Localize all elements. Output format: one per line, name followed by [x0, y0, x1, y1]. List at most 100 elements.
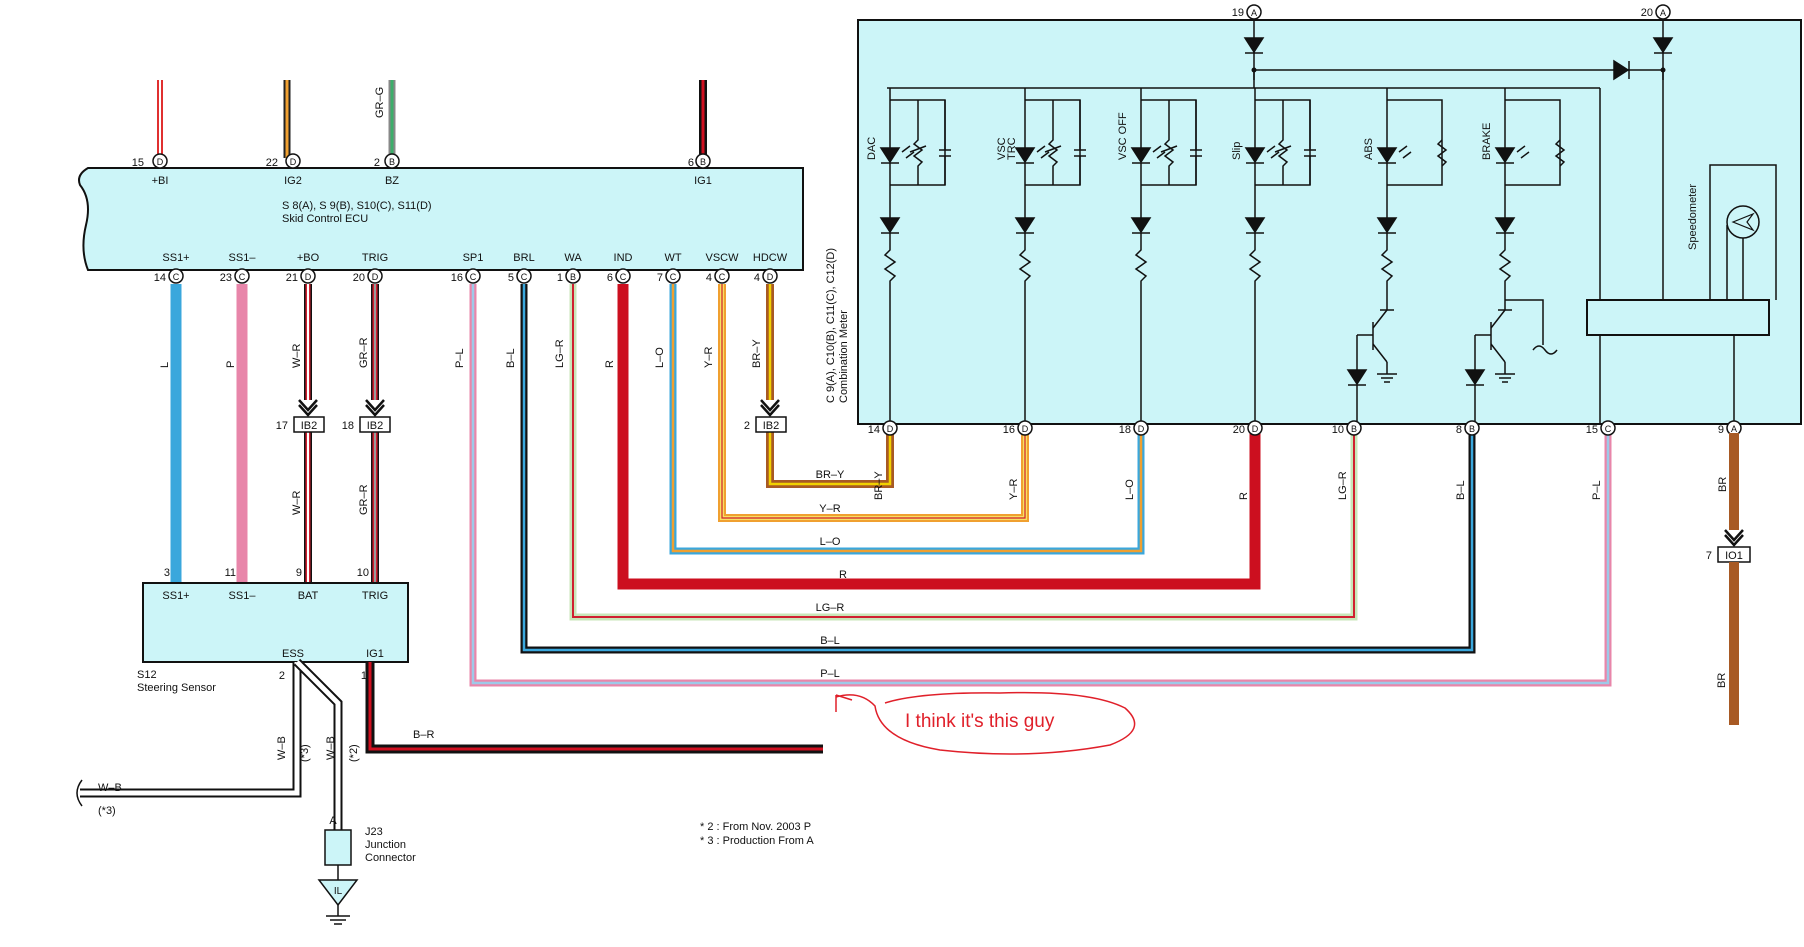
svg-text:C: C	[173, 272, 180, 282]
svg-text:11: 11	[225, 567, 236, 579]
indicator-label-6: BRAKE	[1481, 123, 1493, 160]
bz-wire-code: GR–G	[374, 87, 386, 118]
indicator-circuit-4	[1346, 88, 1448, 424]
svg-text:B: B	[389, 157, 395, 167]
svg-text:IO1: IO1	[1725, 550, 1743, 562]
svg-text:IB2: IB2	[763, 420, 780, 432]
svg-text:22: 22	[266, 157, 278, 169]
svg-text:IB2: IB2	[301, 420, 318, 432]
svg-text:A: A	[1660, 8, 1666, 18]
note-2-vert: (*2)	[348, 744, 360, 762]
svg-text:10: 10	[357, 567, 369, 579]
svg-text:IG2: IG2	[284, 175, 302, 187]
ib2-left-wire-label: W–R	[291, 491, 303, 516]
svg-text:9: 9	[1718, 424, 1724, 436]
sensor-ess-label: ESS	[282, 648, 304, 660]
bus-label-1: Y–R	[819, 503, 840, 515]
wire-p-l	[469, 284, 1612, 687]
svg-text:C: C	[239, 272, 246, 282]
svg-text:VSCW: VSCW	[706, 252, 740, 264]
indicator-label-1: VSC	[996, 137, 1008, 160]
ib2-right-wire-label: GR–R	[358, 484, 370, 515]
ecu-top-pin-ig1: 6 B IG1	[688, 153, 712, 187]
wire-l-o	[669, 284, 1145, 555]
ecu-wire-label-5: B–L	[505, 348, 517, 368]
meter-top-pin-19: 19 A	[1232, 4, 1265, 80]
wire-r	[617, 284, 1261, 590]
ecu-wire-label-8: L–O	[654, 347, 666, 368]
wire-br: IO1 7	[1706, 433, 1751, 725]
wire-lg-r	[569, 284, 1358, 621]
j23-name-1: J23	[365, 826, 383, 838]
svg-text:BR: BR	[1717, 477, 1729, 492]
svg-text:SS1–: SS1–	[229, 590, 257, 602]
svg-text:WT: WT	[664, 252, 681, 264]
indicator-label-4: Slip	[1231, 142, 1243, 160]
wire-b-l	[520, 284, 1476, 654]
ecu-wire-label-10: BR–Y	[751, 339, 763, 368]
svg-text:C: C	[620, 272, 627, 282]
speedometer	[1586, 164, 1777, 424]
svg-text:TRIG: TRIG	[362, 252, 388, 264]
indicator-circuit-2	[1130, 88, 1202, 424]
svg-text:5: 5	[508, 272, 514, 284]
svg-text:D: D	[1138, 424, 1145, 434]
svg-text:4: 4	[754, 272, 760, 284]
svg-text:16: 16	[1003, 424, 1015, 436]
annotation-arrow	[835, 691, 1136, 755]
svg-text:D: D	[1252, 424, 1259, 434]
wire-y-r	[718, 284, 1029, 522]
svg-text:SS1+: SS1+	[162, 590, 189, 602]
svg-text:BZ: BZ	[385, 175, 399, 187]
svg-text:D: D	[887, 424, 894, 434]
sensor-name-line2: Steering Sensor	[137, 682, 216, 694]
indicator-label-0: DAC	[866, 137, 878, 160]
svg-text:17: 17	[276, 420, 288, 432]
svg-text:WA: WA	[564, 252, 582, 264]
wire-br-lower-label: BR	[1716, 673, 1728, 688]
svg-text:6: 6	[607, 272, 613, 284]
svg-text:IG1: IG1	[694, 175, 712, 187]
speedometer-label: Speedometer	[1687, 184, 1699, 250]
svg-text:6: 6	[688, 157, 694, 169]
skid-control-ecu-box	[78, 167, 804, 271]
sensor-ess-num: 2	[279, 670, 285, 682]
note-3-horiz: (*3)	[98, 805, 116, 817]
svg-text:14: 14	[154, 272, 166, 284]
svg-text:SS1–: SS1–	[229, 252, 257, 264]
svg-text:14: 14	[868, 424, 880, 436]
svg-text:1: 1	[557, 272, 563, 284]
wire-br-y	[766, 284, 894, 488]
svg-text:8: 8	[1456, 424, 1462, 436]
bus-label-6: P–L	[820, 668, 840, 680]
ecu-top-wires	[157, 80, 707, 158]
svg-text:20: 20	[1641, 7, 1653, 19]
ecu-name-line1: S 8(A), S 9(B), S10(C), S11(D)	[282, 200, 432, 212]
svg-text:C: C	[521, 272, 528, 282]
ecu-wire-label-4: P–L	[454, 348, 466, 368]
svg-text:B–L: B–L	[1455, 480, 1467, 500]
svg-text:+BO: +BO	[297, 252, 320, 264]
svg-text:C: C	[670, 272, 677, 282]
bus-label-2: L–O	[820, 536, 841, 548]
svg-text:+BI: +BI	[152, 175, 169, 187]
svg-text:IND: IND	[614, 252, 633, 264]
svg-text:A: A	[1251, 8, 1257, 18]
bus-label-3: R	[839, 569, 847, 581]
svg-text:IB2: IB2	[367, 420, 384, 432]
svg-text:LG–R: LG–R	[1337, 471, 1349, 500]
svg-text:7: 7	[657, 272, 663, 284]
svg-text:Y–R: Y–R	[1008, 479, 1020, 500]
